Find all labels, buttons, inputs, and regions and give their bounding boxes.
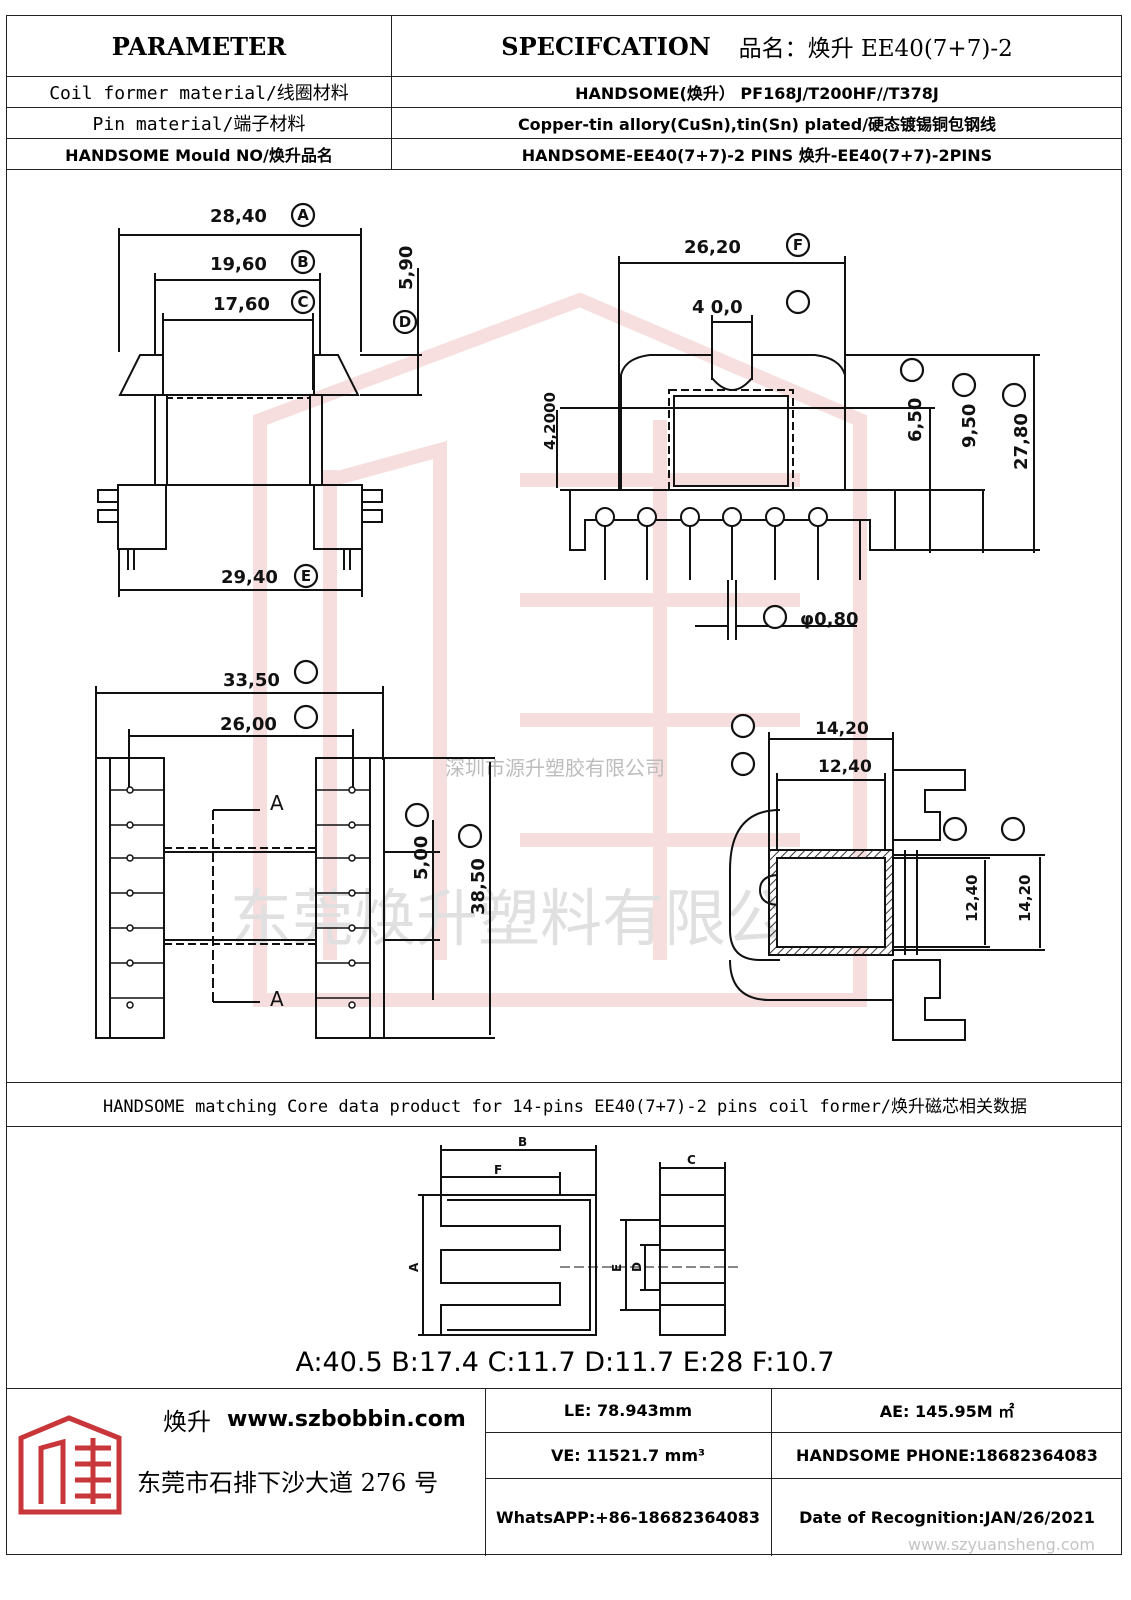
footer-divider xyxy=(771,1388,772,1556)
bottom-left-dims: 33,50 26,00 5,00 38,50 A A xyxy=(220,670,489,1011)
callout-a: A xyxy=(297,206,309,224)
product-name: 品名：焕升 EE40(7+7)-2 xyxy=(738,36,1013,62)
core-label-e: E xyxy=(610,1264,624,1272)
dim-p: 14,20 xyxy=(815,719,869,739)
top-right-dims: 26,20 4 0,0 6,50 9,50 27,80 4,2000 φ0,80 xyxy=(541,237,1032,630)
footer-row-divider xyxy=(485,1432,1121,1433)
dim-k: φ0,80 xyxy=(800,609,859,630)
core-data-title: HANDSOME matching Core data product for … xyxy=(102,1096,1028,1117)
dim-l: 33,50 xyxy=(223,670,280,691)
le-value: LE: 78.943mm xyxy=(563,1400,693,1420)
website-link[interactable]: www.szbobbin.com xyxy=(227,1406,466,1432)
column-divider xyxy=(391,16,392,169)
pin-material-value: Copper-tin allory(CuSn),tin(Sn) plated/硬… xyxy=(517,114,997,134)
whatsapp-value: WhatsAPP:+86-18682364083 xyxy=(495,1507,760,1527)
band-bottom xyxy=(7,1126,1121,1127)
core-label-c: C xyxy=(687,1153,696,1167)
band-top xyxy=(7,1082,1121,1083)
dim-c: 17,60 xyxy=(213,294,270,315)
dim-q: 12,40 xyxy=(818,757,872,777)
bottom-left-pin-slots xyxy=(110,789,370,999)
watermark-url: www.szyuansheng.com xyxy=(908,1535,1095,1554)
dim-n: 5,00 xyxy=(411,836,432,880)
dim-d: 5,90 xyxy=(396,246,417,290)
section-label-bottom: A xyxy=(270,987,284,1011)
core-label-b: B xyxy=(518,1135,527,1149)
spec-sheet: PARAMETER SPECIFCATION 品名：焕升 EE40(7+7)-2… xyxy=(6,15,1123,1556)
coil-former-material-label: Coil former material/线圈材料 xyxy=(49,82,349,104)
top-left-dims: 28,40 19,60 17,60 29,40 5,90 xyxy=(210,206,417,588)
pin-material-label: Pin material/端子材料 xyxy=(92,113,306,135)
dim-b: 19,60 xyxy=(210,254,267,275)
watermark-company-small: 深圳市源升塑胶有限公司 xyxy=(445,756,665,780)
dim-o: 38,50 xyxy=(468,858,489,915)
brand-line: 焕升 www.szbobbin.com xyxy=(163,1399,466,1439)
watermark-company-big: 东莞焕升塑料有限公司 xyxy=(230,882,850,955)
brand-name: 焕升 xyxy=(163,1407,211,1436)
row-divider xyxy=(7,107,1121,108)
date-value: Date of Recognition:JAN/26/2021 xyxy=(799,1507,1095,1527)
pins-side xyxy=(595,507,861,580)
watermark-logo-icon xyxy=(253,292,867,1007)
core-label-a: A xyxy=(407,1262,421,1272)
dim-a: 28,40 xyxy=(210,206,267,227)
footer-top xyxy=(7,1388,1121,1389)
company-logo-icon xyxy=(18,1415,122,1515)
section-label-top: A xyxy=(270,791,284,815)
coil-former-material-value: HANDSOME(焕升） PF168J/T200HF//T378J xyxy=(575,83,939,103)
ve-value: VE: 11521.7 mm³ xyxy=(550,1445,706,1465)
mould-no-label: HANDSOME Mould NO/焕升品名 xyxy=(65,145,333,165)
dim-r: 12,40 xyxy=(963,875,981,922)
callout-c: C xyxy=(297,293,308,311)
callout-e: E xyxy=(301,567,311,585)
top-left-view xyxy=(97,228,422,597)
callout-circles xyxy=(290,202,1027,849)
row-divider xyxy=(7,76,1121,77)
dim-height-extra: 4,2000 xyxy=(541,392,559,450)
callout-letters: A B C D E F xyxy=(297,206,803,585)
row-divider xyxy=(7,138,1121,139)
bottom-left-view xyxy=(95,686,495,1039)
dim-i: 9,50 xyxy=(959,404,980,448)
dim-j: 27,80 xyxy=(1011,413,1032,470)
mould-no-value: HANDSOME-EE40(7+7)-2 PINS 焕升-EE40(7+7)-2… xyxy=(521,145,993,165)
dim-f: 26,20 xyxy=(684,237,741,258)
core-letters: B F C A E D xyxy=(407,1135,696,1272)
bottom-left-pins xyxy=(126,786,356,1009)
company-address: 东莞市石排下沙大道 276 号 xyxy=(137,1468,439,1497)
dim-g: 4 0,0 xyxy=(692,297,743,318)
specification-heading: SPECIFCATION xyxy=(501,31,711,61)
bottom-right-dims: 14,20 12,40 12,40 14,20 xyxy=(815,719,1034,922)
core-drawing xyxy=(418,1145,740,1336)
footer-row-divider xyxy=(485,1478,1121,1479)
dim-m: 26,00 xyxy=(220,714,277,735)
top-right-view xyxy=(556,256,1040,640)
core-values: A:40.5 B:17.4 C:11.7 D:11.7 E:28 F:10.7 xyxy=(295,1346,835,1378)
dim-s: 14,20 xyxy=(1016,875,1034,922)
dim-e: 29,40 xyxy=(221,567,278,588)
callout-d: D xyxy=(399,313,411,331)
parameter-heading: PARAMETER xyxy=(111,31,287,61)
callout-b: B xyxy=(297,253,308,271)
core-label-f: F xyxy=(494,1163,502,1177)
callout-f: F xyxy=(793,236,803,254)
specification-heading-cell: SPECIFCATION 品名：焕升 EE40(7+7)-2 xyxy=(391,16,1123,76)
dim-h: 6,50 xyxy=(905,398,926,442)
bottom-right-view xyxy=(729,732,1045,1041)
ae-value: AE: 145.95M ㎡ xyxy=(879,1402,1015,1421)
phone-value: HANDSOME PHONE:18682364083 xyxy=(796,1445,1098,1465)
row-divider xyxy=(7,169,1121,170)
core-label-d: D xyxy=(630,1262,644,1272)
footer-divider xyxy=(485,1388,486,1556)
